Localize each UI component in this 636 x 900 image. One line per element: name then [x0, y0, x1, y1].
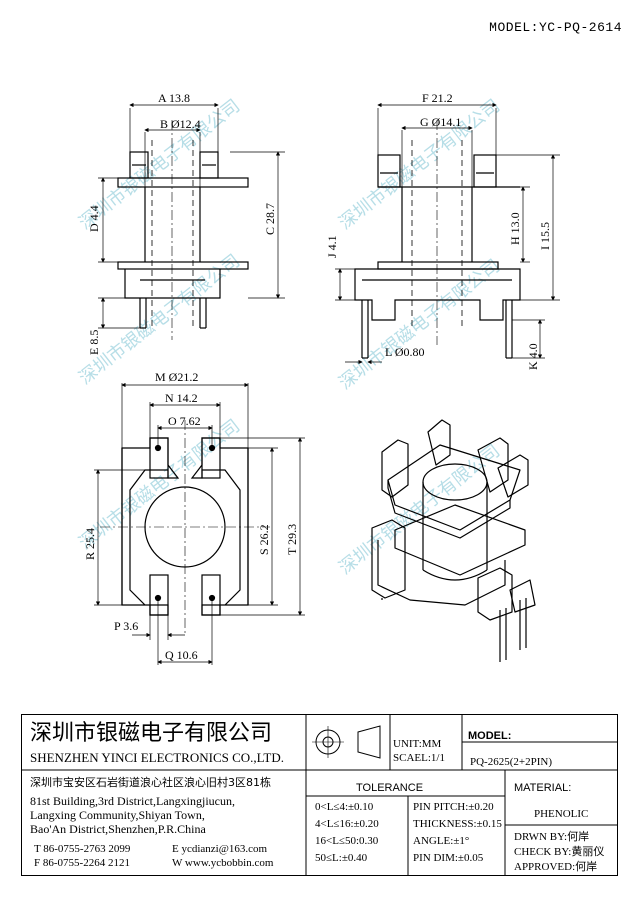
dim-o: O 7.62 [168, 414, 201, 428]
tolerance-item: 4<L≤16:±0.20 [315, 818, 379, 830]
tolerance-item: PIN PITCH:±0.20 [413, 801, 494, 813]
address-line: Bao'An District,Shenzhen,P.R.China [30, 822, 206, 836]
approved-by: APPROVED:何岸 [514, 861, 598, 873]
isometric-view [371, 419, 536, 662]
company-name-en: SHENZHEN YINCI ELECTRONICS CO.,LTD. [30, 750, 284, 765]
model-label: MODEL: [468, 730, 512, 742]
checked-by: CHECK BY:黄丽仪 [514, 846, 605, 858]
dim-k: K 4.0 [526, 343, 540, 370]
bottom-view-dimensions [94, 382, 305, 665]
dim-n: N 14.2 [165, 391, 198, 405]
dim-h: H 13.0 [508, 212, 522, 245]
website-link[interactable]: W www.ycbobbin.com [172, 857, 274, 869]
material-label: MATERIAL: [514, 782, 572, 794]
dim-j: J 4.1 [325, 235, 339, 258]
company-name-cn: 深圳市银磁电子有限公司 [30, 721, 273, 746]
material-value: PHENOLIC [534, 808, 589, 820]
tolerance-item: PIN DIM:±0.05 [413, 852, 484, 864]
dim-p: P 3.6 [114, 619, 138, 633]
dim-l: L Ø0.80 [385, 345, 425, 359]
model-value: PQ-2625(2+2PIN) [470, 756, 552, 768]
address-line: 81st Building,3rd District,Langxingjiucu… [30, 794, 235, 808]
watermark-text: 深圳市银磁电子有限公司 [75, 415, 244, 553]
front-view [117, 120, 249, 340]
watermark-text: 深圳市银磁电子有限公司 [75, 250, 244, 388]
tolerance-list-right: PIN PITCH:±0.20 THICKNESS:±0.15 ANGLE:±1… [413, 799, 502, 867]
tolerance-item: ANGLE:±1° [413, 835, 470, 847]
scale: SCAEL:1/1 [393, 752, 445, 764]
address-line: Langxing Community,Shiyan Town, [30, 808, 205, 822]
title-block: 深圳市银磁电子有限公司 SHENZHEN YINCI ELECTRONICS C… [21, 714, 618, 876]
unit: UNIT:MM [393, 738, 442, 750]
dim-f: F 21.2 [422, 91, 453, 105]
drawing-model-number: MODEL:YC-PQ-2614 [489, 20, 622, 35]
tolerance-item: 50≤L:±0.40 [315, 852, 368, 864]
dim-i: I 15.5 [538, 222, 552, 250]
front-view-dimensions [98, 102, 285, 329]
projection-symbol-icon [312, 725, 381, 759]
top-flange [117, 177, 249, 188]
telephone: T 86-0755-2763 2099 [34, 843, 131, 855]
title-block-grid [21, 714, 618, 876]
dim-c: C 28.7 [263, 203, 277, 235]
dim-t: T 29.3 [285, 524, 299, 555]
dim-d: D 4.4 [87, 205, 101, 232]
signatures: DRWN BY:何岸 CHECK BY:黄丽仪 APPROVED:何岸 [514, 830, 604, 875]
dim-b: B Ø12.4 [160, 117, 201, 131]
side-view-dimensions [335, 102, 560, 365]
tolerance-item: 0<L≤4:±0.10 [315, 801, 374, 813]
drawn-by: DRWN BY:何岸 [514, 831, 590, 843]
fax: F 86-0755-2264 2121 [34, 857, 130, 869]
dim-q: Q 10.6 [165, 648, 198, 662]
tolerance-item: 16<L≤50:0.30 [315, 835, 379, 847]
address-en: 81st Building,3rd District,Langxingjiucu… [30, 794, 235, 836]
watermark-text: 深圳市银磁电子有限公司 [335, 255, 504, 393]
tolerance-item: THICKNESS:±0.15 [413, 818, 502, 830]
tolerance-list-left: 0<L≤4:±0.10 4<L≤16:±0.20 16<L≤50:0.30 50… [315, 799, 379, 867]
address-cn: 深圳市宝安区石岩街道浪心社区浪心旧村3区81栋 [30, 776, 271, 789]
dim-e: E 8.5 [87, 330, 101, 355]
dim-m: M Ø21.2 [155, 370, 198, 384]
dim-s: S 26.2 [257, 524, 271, 555]
dim-r: R 25.4 [83, 528, 97, 560]
watermark-group: 深圳市银磁电子有限公司 深圳市银磁电子有限公司 深圳市银磁电子有限公司 深圳市银… [75, 95, 504, 578]
dim-a: A 13.8 [158, 91, 190, 105]
bottom-view [100, 420, 270, 635]
tolerance-label: TOLERANCE [356, 782, 424, 794]
email-link[interactable]: E ycdianzi@163.com [172, 843, 268, 855]
dim-g: G Ø14.1 [420, 115, 461, 129]
